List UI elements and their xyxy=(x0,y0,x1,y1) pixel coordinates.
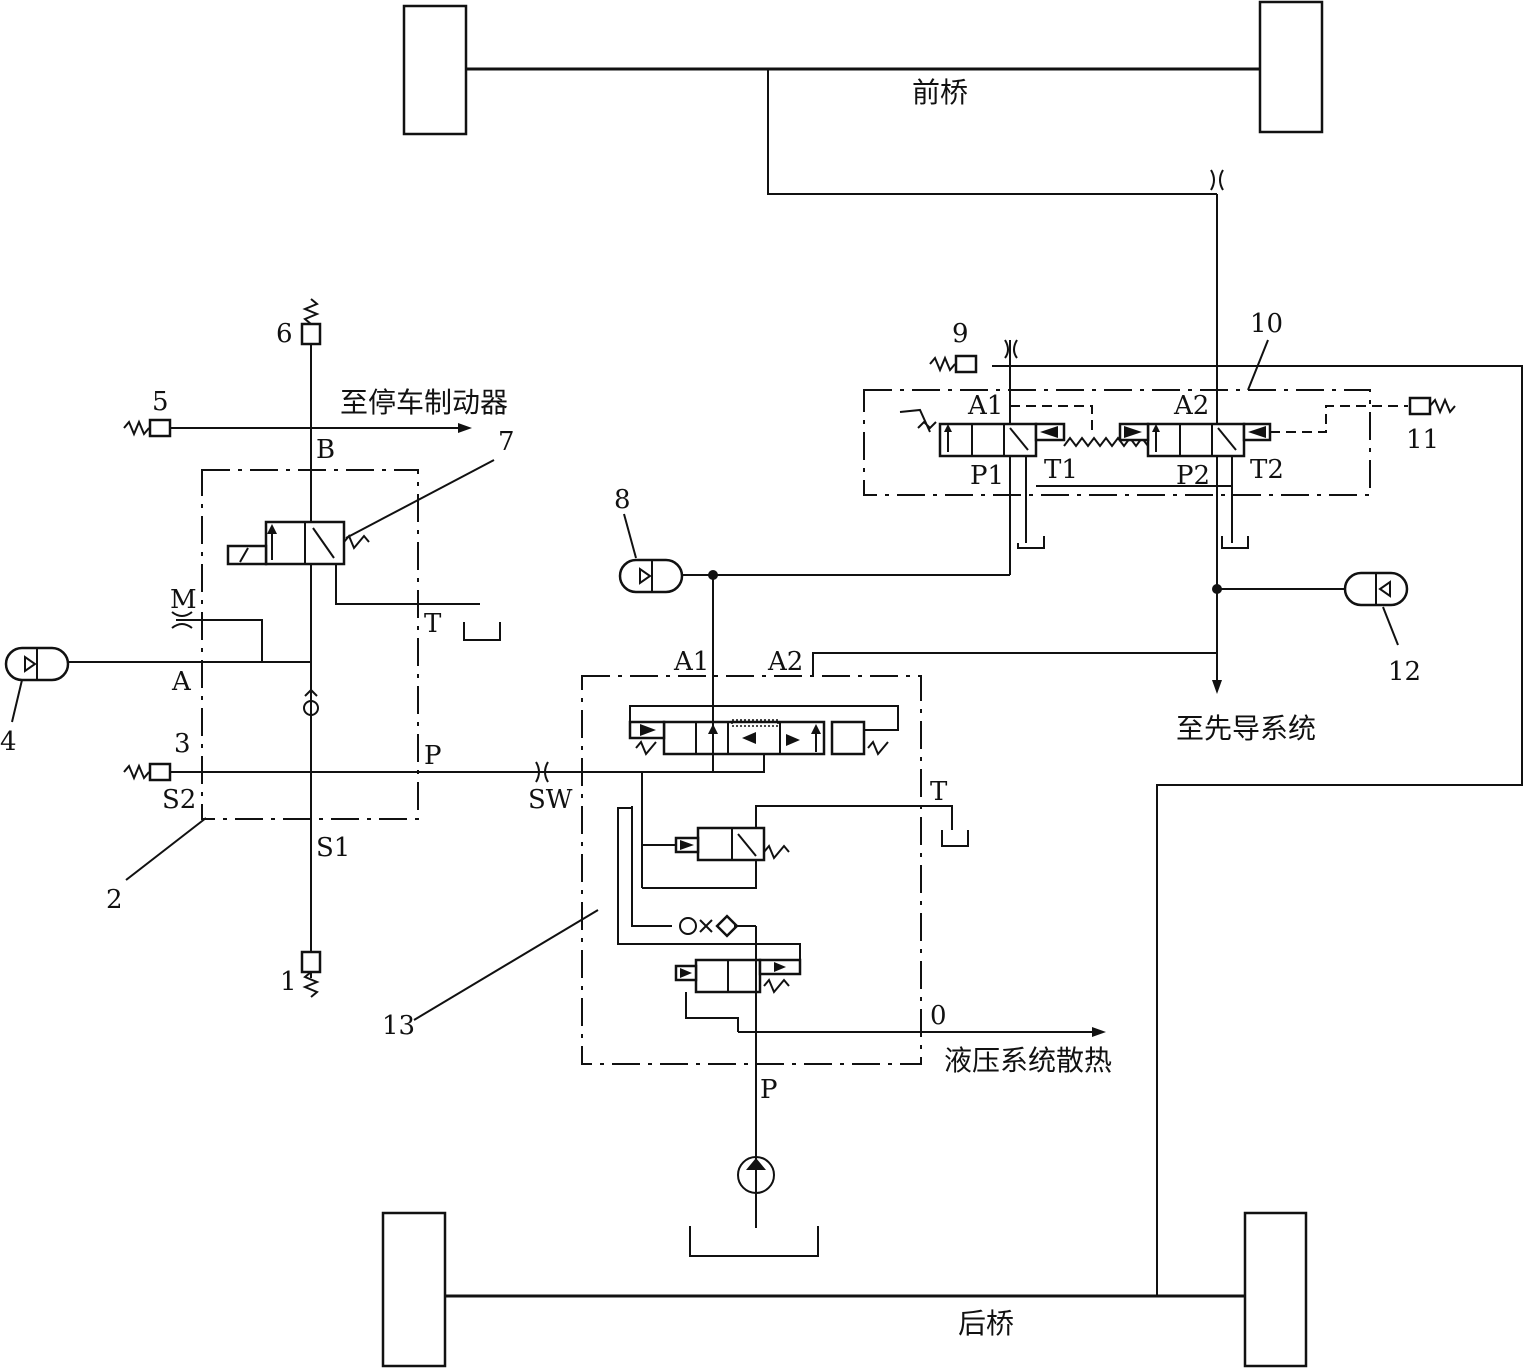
port-T2: T2 xyxy=(1250,455,1284,485)
label-10: 10 xyxy=(1250,309,1283,339)
label-12: 12 xyxy=(1388,657,1421,687)
rear-axle: 后桥 xyxy=(381,365,1523,1368)
rear-axle-label: 后桥 xyxy=(958,1307,1014,1340)
dual-brake-valve-10: 10 A1 A2 P1 xyxy=(863,309,1408,575)
label-9: 9 xyxy=(952,319,969,349)
parking-brake-valve-2: 2 7 T M A B S1 S2 xyxy=(68,340,515,978)
port-B: B xyxy=(316,435,335,465)
rear-left-wheel xyxy=(381,1211,447,1368)
accumulator-8: 8 xyxy=(614,485,1010,675)
port-A1: A1 xyxy=(967,391,1003,421)
pressure-switch-5: 5 至停车制动器 xyxy=(123,386,508,438)
pump-port-P: P xyxy=(760,1075,778,1105)
pressure-switch-icon xyxy=(300,322,322,346)
spring-icon xyxy=(867,740,889,756)
orifice-sw-icon xyxy=(535,761,549,783)
pump: P xyxy=(689,1075,819,1257)
port-A2: A2 xyxy=(1173,391,1209,421)
accumulator-12: 12 xyxy=(1343,571,1421,687)
charging-valve-block-13: A1 A2 T xyxy=(382,647,1217,1200)
port-T: T xyxy=(424,609,442,639)
brake-pedal-icon xyxy=(899,408,937,433)
hydraulic-cooling-label: 液压系统散热 xyxy=(944,1044,1112,1077)
label-4: 4 xyxy=(0,727,17,757)
pressure-switch-3: 3 xyxy=(123,729,191,782)
port-A: A xyxy=(171,667,192,697)
port-P: P xyxy=(424,741,442,771)
valve-port-A1: A1 xyxy=(673,647,709,677)
port-SW: SW xyxy=(528,785,573,815)
label-7: 7 xyxy=(498,427,515,457)
orifice-9-icon xyxy=(1004,339,1018,359)
pressure-switch-1: 1 xyxy=(280,950,322,998)
check-valve-icon xyxy=(303,700,319,716)
port-P2: P2 xyxy=(1176,461,1210,491)
pressure-switch-icon xyxy=(954,354,978,374)
pressure-switch-6: 6 xyxy=(276,298,322,349)
orifice-M-icon xyxy=(171,611,193,629)
label-6: 6 xyxy=(276,319,293,349)
accumulator-4: 4 xyxy=(0,646,70,757)
port-T1: T1 xyxy=(1044,455,1078,485)
spring-icon xyxy=(1063,436,1149,448)
throttle-icon xyxy=(699,919,713,933)
to-parking-brake-label: 至停车制动器 xyxy=(340,386,508,419)
to-pilot-system-label: 至先导系统 xyxy=(1176,712,1316,745)
pressure-switch-9: 9 xyxy=(929,319,1018,374)
front-right-wheel xyxy=(1258,0,1324,134)
port-0: 0 xyxy=(930,1001,947,1031)
label-8: 8 xyxy=(614,485,631,515)
port-S2: S2 xyxy=(162,785,196,815)
pressure-switch-icon xyxy=(148,418,172,438)
rear-right-wheel xyxy=(1243,1211,1308,1368)
spring-icon xyxy=(635,740,657,756)
label-1: 1 xyxy=(280,967,297,997)
pressure-switch-11: 11 xyxy=(1406,396,1456,455)
label-5: 5 xyxy=(152,387,169,417)
front-axle-label: 前桥 xyxy=(912,76,968,109)
filter-icon xyxy=(715,914,739,938)
front-axle: 前桥 xyxy=(402,0,1324,195)
port-S1: S1 xyxy=(316,833,350,863)
orifice-front-icon xyxy=(1210,169,1224,191)
port-M: M xyxy=(170,585,197,615)
spool-2 xyxy=(1146,422,1246,458)
front-left-wheel xyxy=(402,4,468,136)
label-11: 11 xyxy=(1406,425,1439,455)
label-13: 13 xyxy=(382,1011,415,1041)
label-2: 2 xyxy=(106,885,123,915)
valve-port-T: T xyxy=(930,777,948,807)
port-P1: P1 xyxy=(970,461,1004,491)
pressure-switch-icon xyxy=(148,762,172,782)
check-valve-icon xyxy=(679,917,697,935)
pressure-switch-icon xyxy=(300,950,322,974)
label-3: 3 xyxy=(174,729,191,759)
solenoid-icon xyxy=(226,544,268,566)
valve-port-A2: A2 xyxy=(767,647,803,677)
pressure-switch-icon xyxy=(1408,396,1432,416)
spool-1 xyxy=(938,422,1038,458)
